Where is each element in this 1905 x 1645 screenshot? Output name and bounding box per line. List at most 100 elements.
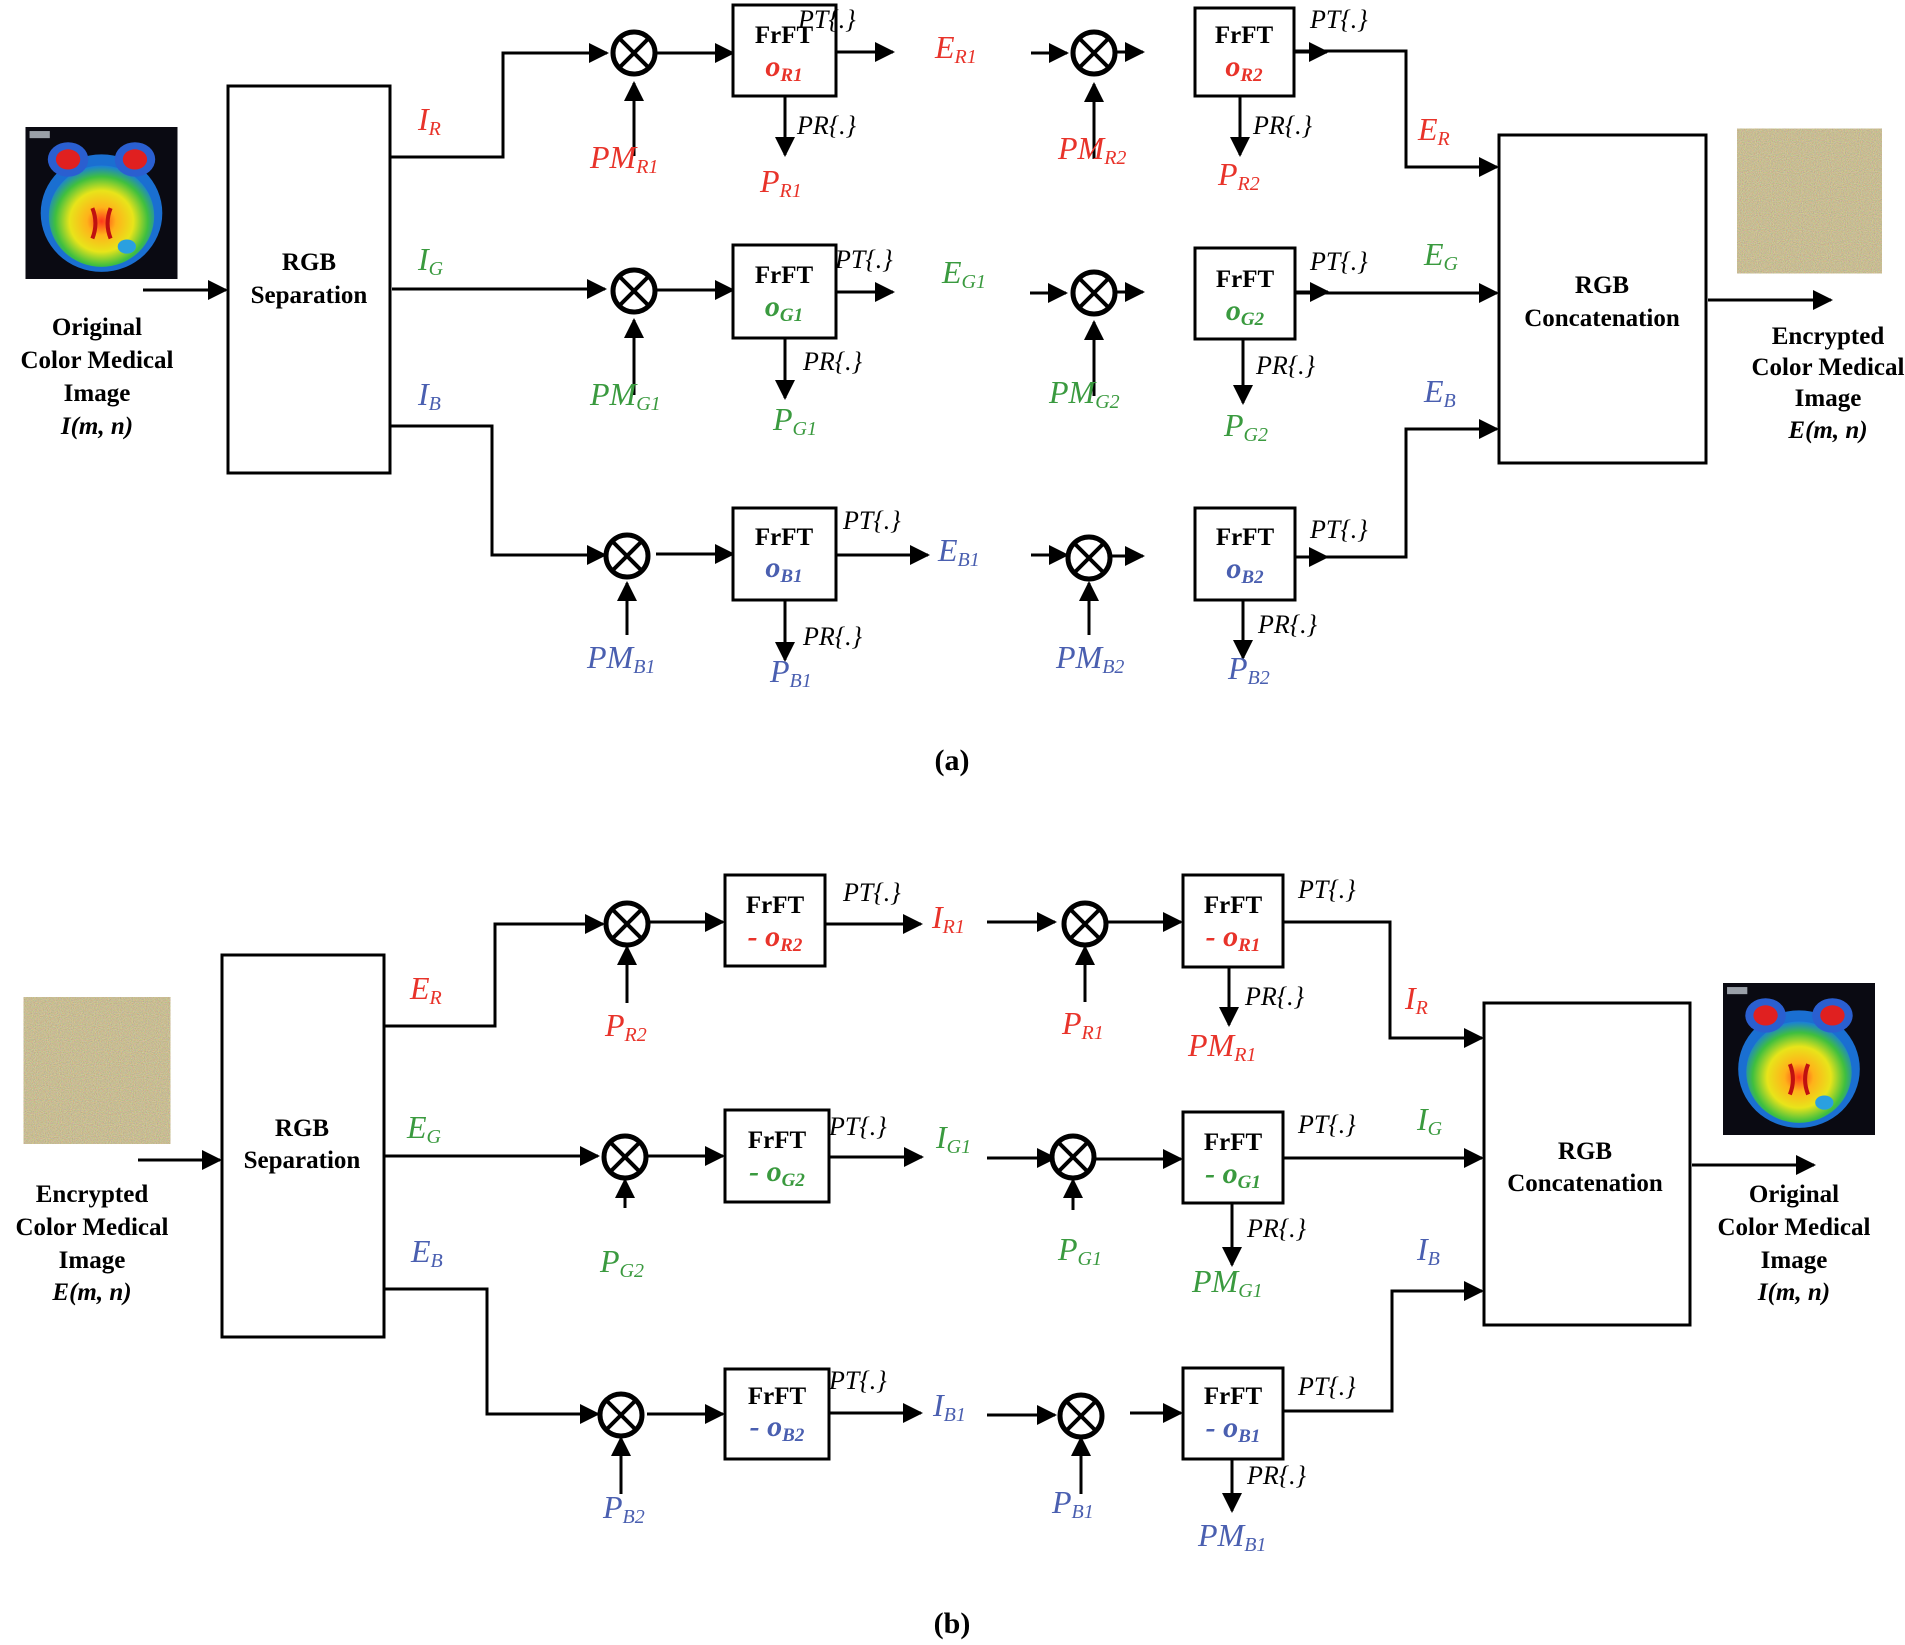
channel-green (384, 1146, 1484, 1267)
panel-b: Encrypted Color Medical Image E(m, n) Or… (16, 873, 1875, 1640)
concatenation-label-2: Concatenation (1524, 305, 1680, 332)
frft-box-b1 (1181, 1366, 1285, 1461)
input-channel-label: IG (417, 241, 444, 280)
frft-box-r2 (1193, 6, 1296, 98)
frft1-label: FrFT (748, 1383, 807, 1410)
order1-label-symbol: o (767, 1410, 782, 1443)
pt2-label: PT{.} (1309, 247, 1368, 276)
phase1-label-symbol: P (769, 653, 790, 689)
key2-label: PG1 (1057, 1231, 1102, 1270)
frft-box-b2 (1193, 506, 1297, 602)
output-channel-label-subscript: R (1415, 997, 1428, 1019)
output-label-3: Image (1761, 1247, 1828, 1274)
order2-label: - oR1 (1206, 920, 1261, 956)
frft1-label: FrFT (746, 892, 805, 919)
mask1-label-subscript: R1 (635, 156, 658, 178)
frft-box-b2 (723, 1367, 831, 1461)
output-label-1: Encrypted (1772, 323, 1885, 350)
key2-label-subscript: R1 (1081, 1022, 1104, 1044)
input-label-2: Color Medical (16, 1214, 169, 1241)
recovered-mask-label: PMG1 (1191, 1263, 1263, 1302)
intermediate-label-subscript: R1 (942, 916, 965, 938)
channel-red (390, 42, 1499, 177)
order2-label-subscript: B1 (1237, 1426, 1260, 1447)
frft2-label: FrFT (1216, 524, 1275, 551)
input-channel-label-subscript: G (427, 1126, 442, 1148)
order2-label: oR2 (1225, 50, 1263, 86)
key1-label: PG2 (599, 1243, 644, 1282)
output-label-4: I(m, n) (1757, 1279, 1830, 1306)
input-channel-label: EG (406, 1109, 442, 1148)
frft2-label: FrFT (1204, 1129, 1263, 1156)
pr2-label: PR{.} (1244, 982, 1305, 1011)
multiplier-g2-icon (1070, 269, 1118, 317)
frft-box-r2 (723, 873, 827, 968)
output-encrypted-image (1737, 129, 1882, 274)
input-label-1: Encrypted (36, 1181, 149, 1208)
mask2-label: PMR2 (1057, 130, 1126, 169)
order1-label: - oB2 (750, 1410, 805, 1446)
recovered-mask-label-symbol: PM (1191, 1263, 1241, 1299)
labels-channel-blue: IBFrFToB1PT{.}PR{.}PB1PMB1EB1FrFToB2PT{.… (417, 373, 1456, 692)
phase1-label: PR1 (759, 163, 802, 202)
pt1-label: PT{.} (834, 245, 893, 274)
key1-label-subscript: G2 (620, 1260, 644, 1282)
order2-label-subscript: R2 (1239, 65, 1263, 86)
order2-label: oG2 (1226, 294, 1265, 330)
mask2-label: PMB2 (1055, 639, 1124, 678)
order2-label-prefix: - (1206, 920, 1224, 953)
frft2-label: FrFT (1215, 22, 1274, 49)
recovered-mask-label: PMR1 (1187, 1027, 1256, 1066)
pt1-label: PT{.} (797, 5, 856, 34)
intermediate-label-symbol: I (931, 899, 944, 935)
key1-label-subscript: B2 (623, 1506, 645, 1528)
intermediate-label: IB1 (932, 1387, 966, 1426)
order1-label: oR1 (765, 50, 802, 86)
key1-label: PB2 (602, 1489, 645, 1528)
phase1-label-subscript: B1 (790, 670, 812, 692)
intermediate-label-subscript: G1 (962, 271, 986, 293)
intermediate-label: EB1 (937, 532, 980, 571)
input-label-1: Original (52, 314, 142, 341)
multiplier-b1-icon (603, 532, 651, 580)
order1-label-symbol: o (767, 1155, 782, 1188)
phase1-label: PG1 (772, 401, 817, 440)
key2-label: PB1 (1051, 1484, 1094, 1523)
phase1-label-subscript: G1 (793, 418, 817, 440)
input-label-4: E(m, n) (51, 1279, 131, 1306)
pt1-label: PT{.} (842, 878, 901, 907)
frft-box-r1 (731, 3, 838, 98)
pt2-label: PT{.} (1309, 5, 1368, 34)
output-channel-label: IG (1416, 1101, 1443, 1140)
frft2-label: FrFT (1204, 1383, 1263, 1410)
rgb-separation-box (226, 84, 392, 475)
order2-label-subscript: R1 (1237, 935, 1260, 956)
channel-blue (390, 419, 1499, 662)
intermediate-label: IR1 (931, 899, 965, 938)
output-channel-label-symbol: E (1417, 111, 1438, 147)
order1-label-subscript: G1 (780, 305, 803, 326)
order2-label-symbol: o (1226, 552, 1241, 585)
pt1-label: PT{.} (828, 1112, 887, 1141)
phase2-label: PB2 (1227, 650, 1270, 689)
mask2-label-subscript: R2 (1103, 147, 1126, 169)
order1-label: oG1 (765, 290, 803, 326)
multiplier-r1-icon (1061, 900, 1109, 948)
intermediate-label-subscript: B1 (944, 1404, 966, 1426)
input-channel-label-symbol: I (417, 101, 430, 137)
output-label-3: Image (1795, 385, 1862, 412)
output-channel-label: EB (1423, 373, 1456, 412)
key2-label-subscript: G1 (1078, 1248, 1102, 1270)
multiplier-g1-icon (610, 267, 658, 315)
concatenation-label-1: RGB (1575, 272, 1629, 299)
mask1-label-subscript: G1 (636, 393, 660, 415)
key2-label-symbol: P (1057, 1231, 1078, 1267)
intermediate-label-symbol: E (941, 254, 962, 290)
input-channel-label-symbol: I (417, 376, 430, 412)
order1-label-symbol: o (765, 290, 780, 323)
input-channel-label-subscript: G (429, 258, 444, 280)
order1-label: - oR2 (748, 920, 803, 956)
pr2-label: PR{.} (1255, 351, 1316, 380)
intermediate-label-subscript: R1 (954, 46, 977, 68)
